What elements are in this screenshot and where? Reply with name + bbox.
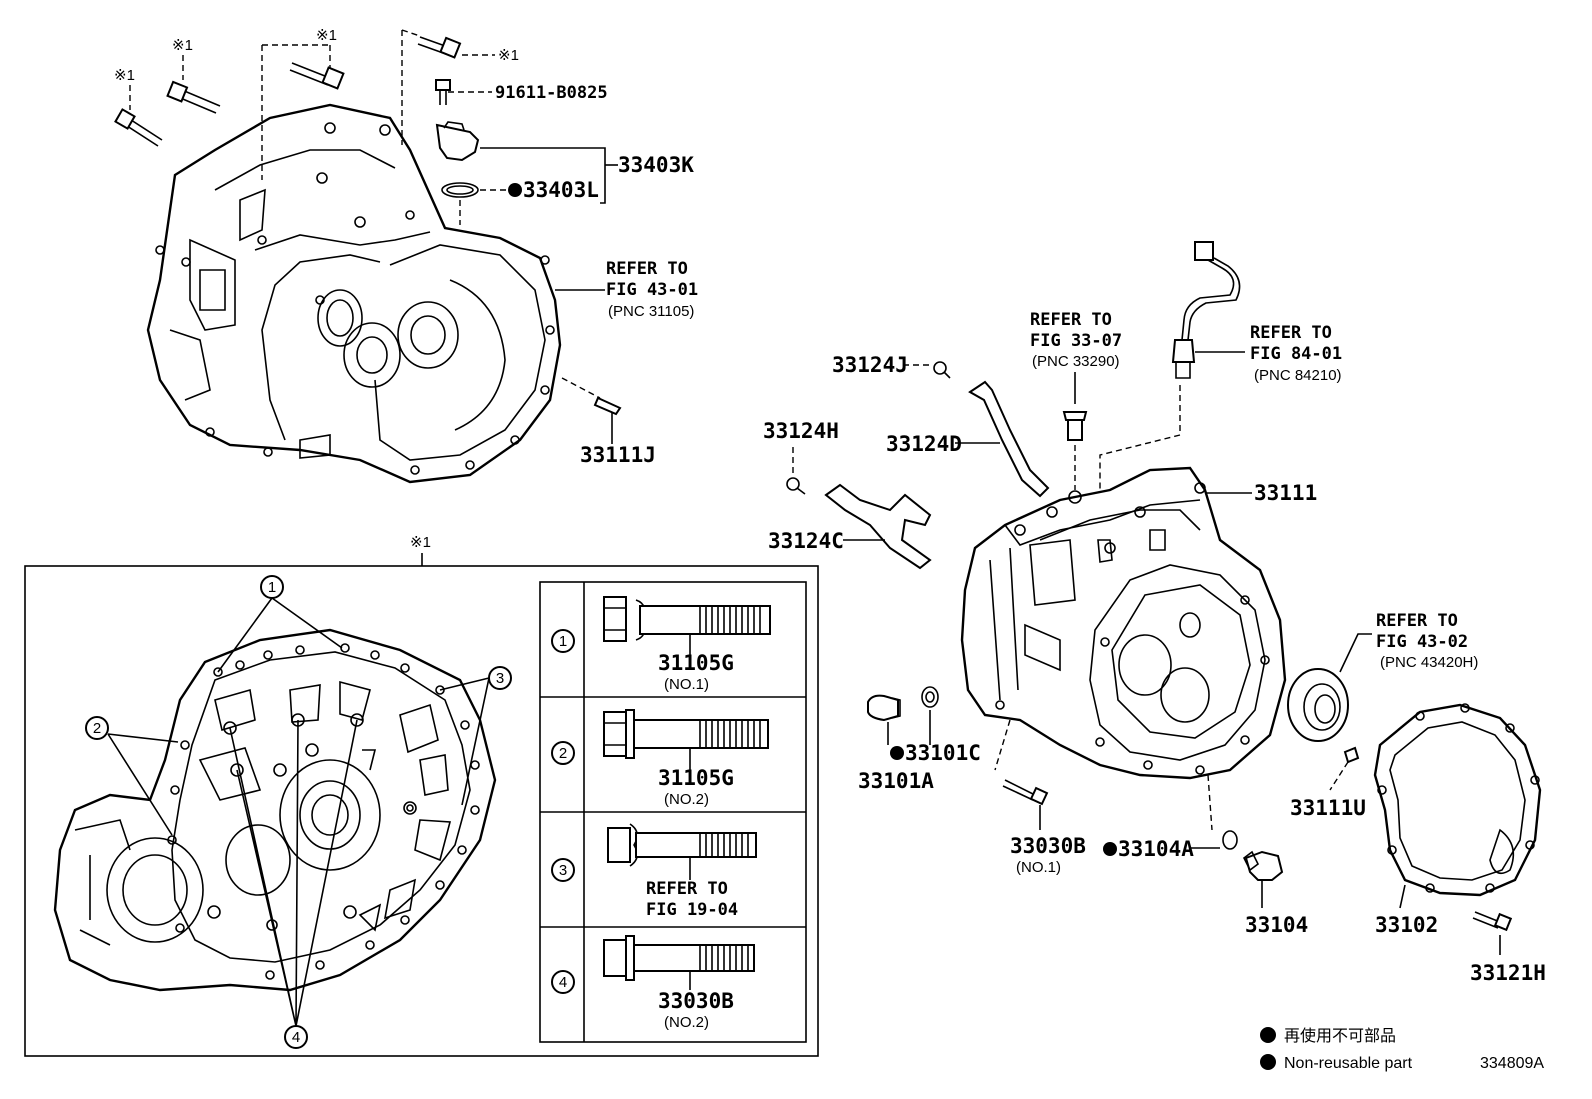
label-33124h: 33124H	[763, 419, 839, 443]
label-33104a: 33104A	[1118, 837, 1194, 861]
table-row-4-num: 4	[559, 974, 567, 991]
svg-text:3: 3	[496, 670, 504, 687]
bolt-detail-table: 1 31105G (NO.1) 2 31105G (NO.2) 3 REFER …	[539, 581, 807, 1043]
legend: 再使用不可部品 Non-reusable part	[1260, 1027, 1413, 1072]
detail-ref-mark: ※1	[410, 534, 431, 551]
bolt-row-2-drawing	[603, 709, 769, 770]
table-row-3: 3 REFER TO FIG 19-04	[551, 858, 738, 920]
refer-84-01-line3: (PNC 84210)	[1254, 367, 1342, 384]
non-reusable-dot-33104a	[1103, 842, 1117, 856]
table-row-2-label: 31105G	[658, 766, 734, 790]
ref-mark-2: ※1	[172, 37, 193, 54]
table-row-2: 2 31105G (NO.2)	[551, 741, 734, 808]
svg-text:2: 2	[93, 720, 101, 737]
callout-2: 2	[85, 716, 109, 740]
drain-plug-drawing	[1190, 774, 1284, 908]
refer-43-02-line2: FIG 43-02	[1376, 632, 1468, 652]
label-33030b-no: (NO.1)	[1016, 859, 1061, 876]
label-33124d: 33124D	[886, 432, 962, 456]
callout-4: 4	[284, 1025, 308, 1049]
transmission-case-drawing	[960, 466, 1287, 780]
label-33102: 33102	[1375, 913, 1438, 937]
bolt-row-3-drawing	[607, 823, 757, 880]
refer-33-07-line1: REFER TO	[1030, 310, 1112, 330]
label-33104: 33104	[1245, 913, 1308, 937]
cover-33102-drawing	[1373, 703, 1542, 909]
legend-en: Non-reusable part	[1284, 1055, 1413, 1072]
table-row-4-sub: (NO.2)	[664, 1014, 709, 1031]
label-33121h: 33121H	[1470, 961, 1546, 985]
table-row-2-num: 2	[559, 745, 567, 762]
label-33111: 33111	[1254, 481, 1317, 505]
refer-33-07-line2: FIG 33-07	[1030, 331, 1122, 351]
table-row-2-sub: (NO.2)	[664, 791, 709, 808]
label-33101a: 33101A	[858, 769, 934, 793]
table-row-1: 1 31105G (NO.1)	[551, 629, 734, 693]
plug-33101-drawing	[867, 686, 939, 745]
non-reusable-dot-33403l	[508, 183, 522, 197]
bolt-row-4-drawing	[603, 935, 755, 990]
refer-43-01-line3: (PNC 31105)	[608, 303, 694, 320]
label-33124c: 33124C	[768, 529, 844, 553]
bolt-33030b-drawing	[994, 719, 1049, 830]
sensor-cap-drawing	[435, 121, 480, 225]
legend-jp: 再使用不可部品	[1284, 1027, 1396, 1045]
refer-43-02-line1: REFER TO	[1376, 611, 1458, 631]
label-33403k: 33403K	[618, 153, 694, 177]
table-row-3-sub: FIG 19-04	[646, 900, 738, 920]
refer-fig-43-01: REFER TO FIG 43-01 (PNC 31105)	[606, 259, 698, 320]
label-33403l: 33403L	[523, 178, 599, 202]
table-row-3-num: 3	[559, 862, 567, 879]
table-row-4: 4 33030B (NO.2)	[551, 970, 734, 1031]
label-33111j: 33111J	[580, 443, 656, 467]
ref-mark-labels: ※1 ※1 ※1 ※1	[114, 27, 519, 84]
ref-mark-1: ※1	[114, 67, 135, 84]
refer-33-07-line3: (PNC 33290)	[1032, 353, 1120, 370]
figure-id: 334809A	[1480, 1055, 1544, 1072]
ref-mark-4: ※1	[498, 47, 519, 64]
label-33101c: 33101C	[905, 741, 981, 765]
callout-3: 3	[488, 666, 512, 690]
table-row-1-label: 31105G	[658, 651, 734, 675]
label-33111u: 33111U	[1290, 796, 1366, 820]
refer-84-01-line2: FIG 84-01	[1250, 344, 1342, 364]
refer-fig-43-02: REFER TO FIG 43-02 (PNC 43420H)	[1376, 611, 1478, 671]
table-row-1-sub: (NO.1)	[664, 676, 709, 693]
refer-84-01-line1: REFER TO	[1250, 323, 1332, 343]
legend-dot-jp	[1260, 1027, 1276, 1043]
bolt-row-1-drawing	[603, 596, 771, 655]
pin-33111j-drawing	[561, 377, 622, 444]
non-reusable-dot-33101c	[890, 746, 904, 760]
refer-43-01-line2: FIG 43-01	[606, 280, 698, 300]
table-row-3-label: REFER TO	[646, 879, 728, 899]
refer-fig-33-07: REFER TO FIG 33-07 (PNC 33290)	[1030, 310, 1122, 370]
ref-mark-3: ※1	[316, 27, 337, 44]
svg-text:4: 4	[292, 1029, 300, 1046]
transaxle-housing-drawing	[146, 103, 562, 484]
bolt-33121h-drawing	[1472, 911, 1513, 955]
callout-leaders	[107, 597, 490, 1027]
table-row-4-label: 33030B	[658, 989, 734, 1013]
detail-box	[24, 565, 819, 1057]
legend-dot-en	[1260, 1054, 1276, 1070]
table-row-1-num: 1	[559, 633, 567, 650]
svg-text:1: 1	[268, 579, 276, 596]
label-33124j: 33124J	[832, 353, 908, 377]
sensor-84210-drawing	[1099, 241, 1245, 490]
label-33030b: 33030B	[1010, 834, 1086, 858]
refer-fig-84-01: REFER TO FIG 84-01 (PNC 84210)	[1250, 323, 1342, 384]
refer-43-01-line1: REFER TO	[606, 259, 688, 279]
label-91611-b0825: 91611-B0825	[495, 83, 608, 103]
bracket-33124d-drawing	[903, 361, 1050, 498]
pin-33111u-drawing	[1329, 746, 1360, 791]
housing-bolts	[114, 29, 462, 180]
oil-seal-drawing	[1287, 633, 1372, 742]
refer-43-02-line3: (PNC 43420H)	[1380, 654, 1478, 671]
vent-plug-drawing	[1062, 372, 1088, 490]
callout-1: 1	[260, 575, 284, 599]
bracket-33124c-drawing	[786, 447, 932, 570]
detail-housing-drawing	[53, 628, 497, 992]
